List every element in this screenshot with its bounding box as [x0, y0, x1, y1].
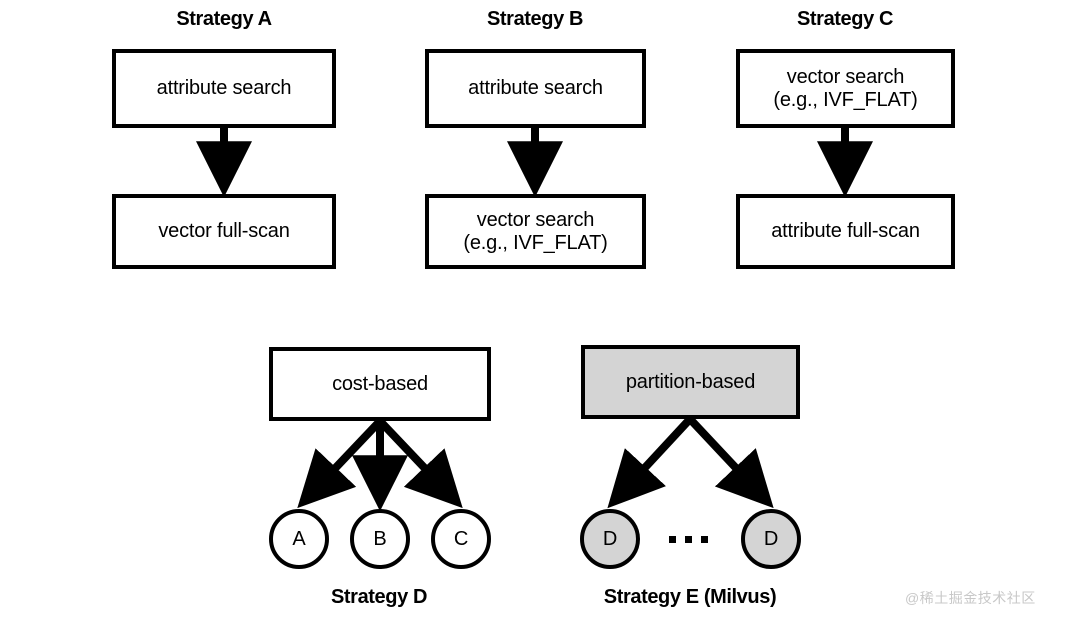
strategy-e-node-partition-based-label: partition-based: [625, 370, 756, 393]
strategy-b-node-vector-search[interactable]: vector search (e.g., IVF_FLAT): [425, 194, 646, 269]
strategy-c-title: Strategy C: [796, 8, 894, 30]
strategy-d-node-branch-c-label: C: [453, 527, 469, 550]
strategy-d-node-branch-c[interactable]: C: [431, 509, 491, 569]
strategy-e-node-partition-d-right[interactable]: D: [741, 509, 801, 569]
strategy-d-node-cost-based[interactable]: cost-based: [269, 347, 491, 421]
strategy-d-node-branch-b[interactable]: B: [350, 509, 410, 569]
strategy-a-title: Strategy A: [176, 8, 272, 30]
strategy-b-node-vector-search-label: vector search (e.g., IVF_FLAT): [463, 208, 608, 254]
strategy-e-node-partition-d-right-label: D: [763, 527, 779, 550]
strategy-e-title: Strategy E (Milvus): [603, 586, 777, 608]
edge-strategy-e-partition-based-to-partition-d-left: [607, 416, 693, 509]
strategy-e-node-partition-d-left-label: D: [602, 527, 618, 550]
strategy-a-node-attribute-search[interactable]: attribute search: [112, 49, 336, 128]
strategy-d-node-branch-b-label: B: [373, 527, 387, 550]
strategy-a-node-vector-full-scan[interactable]: vector full-scan: [112, 194, 336, 269]
watermark: @稀土掘金技术社区: [905, 590, 1036, 606]
strategy-b-title: Strategy B: [486, 8, 584, 30]
strategy-e-node-partition-d-left[interactable]: D: [580, 509, 640, 569]
strategy-c-node-vector-search[interactable]: vector search (e.g., IVF_FLAT): [736, 49, 955, 128]
strategy-b-node-attribute-search-label: attribute search: [468, 77, 603, 99]
edge-strategy-e-partition-based-to-partition-d-right: [687, 416, 774, 509]
strategy-a-node-attribute-search-label: attribute search: [156, 77, 292, 99]
edge-strategy-d-cost-based-to-branch-a: [297, 418, 383, 509]
strategy-c-node-attribute-full-scan-label: attribute full-scan: [771, 220, 920, 242]
ellipsis-dot-3: [701, 536, 708, 543]
strategy-c-node-vector-search-label: vector search (e.g., IVF_FLAT): [773, 65, 918, 111]
strategy-d-node-branch-a-label: A: [292, 527, 306, 550]
strategy-e-ellipsis: [669, 536, 708, 543]
strategy-e-node-partition-based[interactable]: partition-based: [581, 345, 800, 419]
strategy-d-node-branch-a[interactable]: A: [269, 509, 329, 569]
strategy-a-node-vector-full-scan-label: vector full-scan: [158, 220, 290, 242]
strategy-b-node-attribute-search[interactable]: attribute search: [425, 49, 646, 128]
strategy-d-title: Strategy D: [330, 586, 428, 608]
strategy-c-node-attribute-full-scan[interactable]: attribute full-scan: [736, 194, 955, 269]
strategy-d-node-cost-based-label: cost-based: [332, 372, 428, 395]
edge-strategy-d-cost-based-to-branch-c: [377, 418, 463, 509]
ellipsis-dot-1: [669, 536, 676, 543]
ellipsis-dot-2: [685, 536, 692, 543]
